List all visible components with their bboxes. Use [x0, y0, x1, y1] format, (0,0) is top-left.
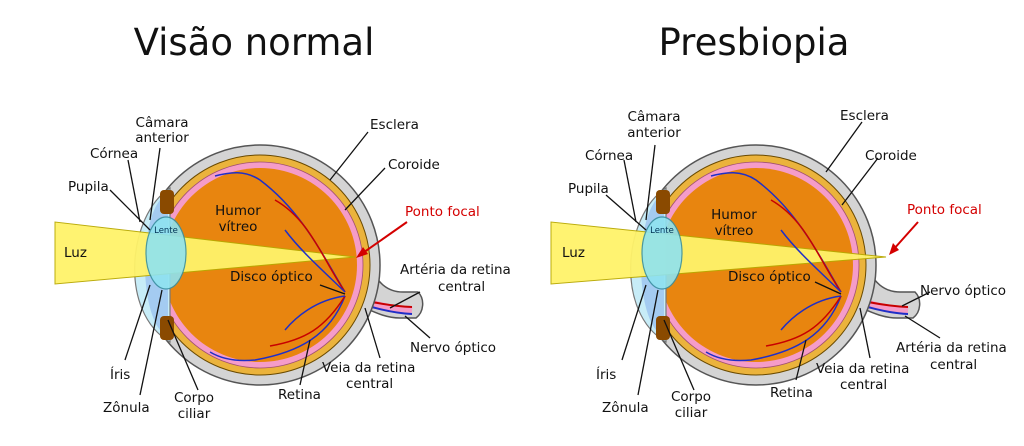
label-disco: Disco óptico [728, 269, 811, 285]
leader-lines [605, 121, 941, 396]
label-humor: Humor [215, 203, 261, 219]
panel-title-presbyopia: Presbiopia [659, 21, 850, 64]
label-arteria-2: central [438, 279, 485, 295]
label-veia-1: Veia da retina [322, 360, 415, 376]
lens-label: Lente [650, 226, 674, 236]
label-luz: Luz [64, 245, 87, 261]
label-corpo: Corpo [671, 389, 711, 405]
panel-title-normal: Visão normal [134, 21, 375, 64]
label-retina: Retina [278, 387, 321, 403]
retinal-vessels [209, 172, 346, 362]
focal-arrowhead [356, 247, 368, 258]
label-anterior: anterior [135, 130, 189, 146]
light-beam [54, 221, 356, 285]
label-veia-1: Veia da retina [816, 361, 909, 377]
label-camara: Câmara [628, 109, 681, 125]
label-cornea: Córnea [585, 148, 633, 164]
label-camara: Câmara [136, 115, 189, 131]
ciliar-body-top [160, 190, 174, 214]
label-vitreo: vítreo [715, 223, 754, 239]
label-coroide: Coroide [865, 148, 917, 164]
label-esclera: Esclera [840, 108, 889, 124]
label-arteria-1: Artéria da retina [896, 340, 1007, 356]
lens-label: Lente [154, 226, 178, 236]
label-ponto-focal: Ponto focal [405, 204, 480, 220]
label-nervo: Nervo óptico [410, 340, 496, 356]
label-iris: Íris [110, 366, 130, 383]
lens [145, 216, 187, 290]
light-beam [550, 221, 887, 285]
label-ponto-focal: Ponto focal [907, 202, 982, 218]
label-humor: Humor [711, 207, 757, 223]
label-anterior: anterior [627, 125, 681, 141]
label-cornea: Córnea [90, 146, 138, 162]
label-ciliar: ciliar [675, 405, 708, 421]
ciliar-body-bottom [656, 316, 670, 340]
lens [641, 216, 683, 290]
focal-arrow [892, 221, 919, 251]
label-vitreo: vítreo [219, 219, 258, 235]
label-arteria-2: central [930, 357, 977, 373]
label-zonula: Zônula [103, 400, 150, 416]
label-ciliar: ciliar [178, 406, 211, 422]
ciliar-body-bottom [160, 316, 174, 340]
focal-arrow [359, 221, 408, 256]
label-pupila: Pupila [568, 181, 609, 197]
leader-lines [109, 131, 431, 396]
label-corpo: Corpo [174, 390, 214, 406]
label-retina: Retina [770, 385, 813, 401]
focal-arrowhead [889, 243, 899, 255]
retinal-vessels [705, 172, 842, 362]
label-veia-2: central [840, 377, 887, 393]
ciliar-body-top [656, 190, 670, 214]
label-veia-2: central [346, 376, 393, 392]
panel-normal-vision: Visão normal Lente [54, 21, 511, 422]
label-arteria-1: Artéria da retina [400, 262, 511, 278]
label-iris: Íris [596, 366, 616, 383]
label-coroide: Coroide [388, 157, 440, 173]
label-esclera: Esclera [370, 117, 419, 133]
label-luz: Luz [562, 245, 585, 261]
label-pupila: Pupila [68, 179, 109, 195]
label-nervo: Nervo óptico [920, 283, 1006, 299]
label-disco: Disco óptico [230, 269, 313, 285]
label-zonula: Zônula [602, 400, 649, 416]
panel-presbyopia: Presbiopia Lente [550, 21, 1007, 421]
